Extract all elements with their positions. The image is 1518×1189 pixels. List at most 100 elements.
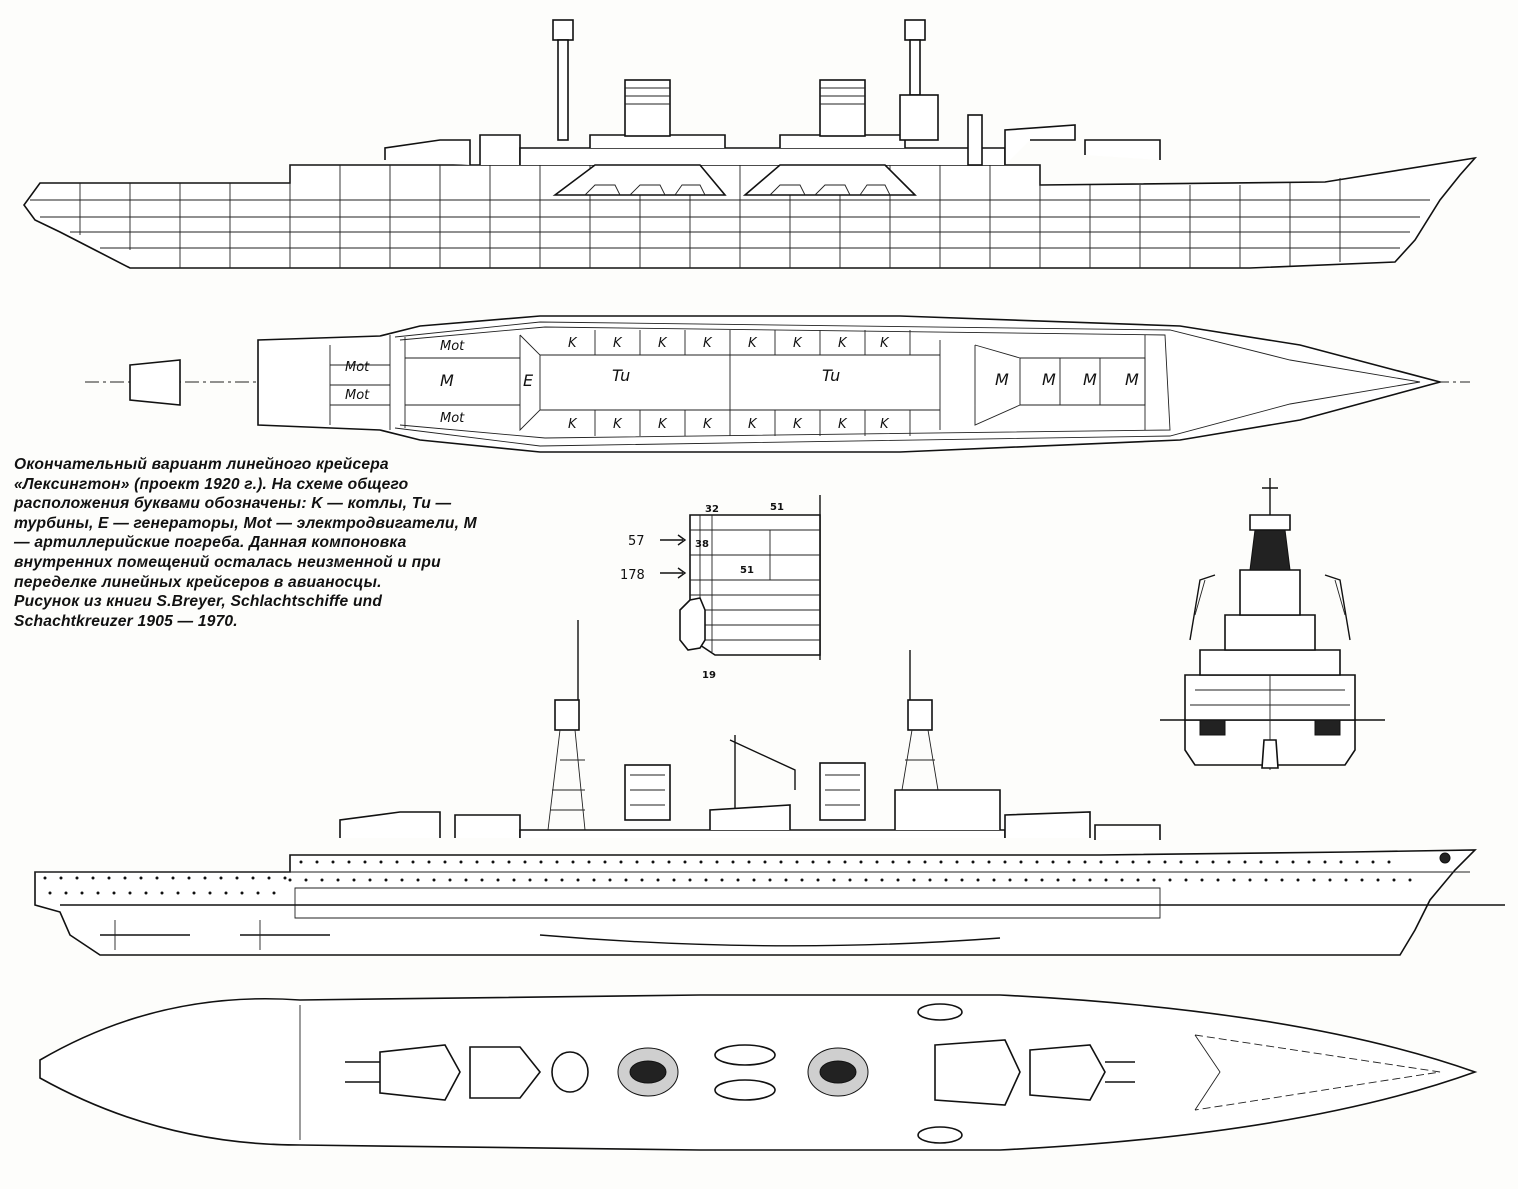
label-k-10: K bbox=[613, 417, 623, 432]
porthole bbox=[288, 878, 292, 882]
porthole bbox=[635, 860, 639, 864]
porthole bbox=[203, 876, 207, 880]
porthole bbox=[555, 860, 559, 864]
porthole bbox=[576, 878, 580, 882]
porthole bbox=[779, 860, 783, 864]
porthole bbox=[987, 860, 991, 864]
porthole bbox=[715, 860, 719, 864]
porthole bbox=[875, 860, 879, 864]
porthole bbox=[763, 860, 767, 864]
porthole bbox=[688, 878, 692, 882]
porthole bbox=[475, 860, 479, 864]
porthole bbox=[1264, 878, 1268, 882]
armor-38-label: 38 bbox=[695, 539, 709, 550]
porthole bbox=[432, 878, 436, 882]
porthole bbox=[448, 878, 452, 882]
porthole bbox=[507, 860, 511, 864]
porthole bbox=[1168, 878, 1172, 882]
porthole bbox=[752, 878, 756, 882]
porthole bbox=[976, 878, 980, 882]
porthole bbox=[1280, 878, 1284, 882]
porthole bbox=[683, 860, 687, 864]
porthole bbox=[699, 860, 703, 864]
porthole bbox=[1024, 878, 1028, 882]
porthole bbox=[912, 878, 916, 882]
label-mot-3: Mot bbox=[440, 339, 465, 354]
porthole bbox=[827, 860, 831, 864]
porthole bbox=[304, 878, 308, 882]
armor-57-label: 57 bbox=[628, 534, 645, 549]
caption-text: Окончательный вариант линейного крейсера… bbox=[14, 456, 477, 591]
porthole bbox=[1323, 860, 1327, 864]
label-k-2: K bbox=[613, 336, 623, 351]
porthole bbox=[1147, 860, 1151, 864]
porthole bbox=[491, 860, 495, 864]
porthole bbox=[544, 878, 548, 882]
porthole bbox=[480, 878, 484, 882]
porthole bbox=[235, 876, 239, 880]
porthole bbox=[283, 876, 287, 880]
porthole bbox=[939, 860, 943, 864]
porthole bbox=[496, 878, 500, 882]
porthole bbox=[896, 878, 900, 882]
porthole bbox=[139, 876, 143, 880]
porthole bbox=[459, 860, 463, 864]
porthole bbox=[523, 860, 527, 864]
armor-section: 57 178 32 38 51 51 19 bbox=[620, 495, 821, 681]
label-tu-1: Tu bbox=[612, 366, 630, 385]
porthole bbox=[955, 860, 959, 864]
porthole bbox=[560, 878, 564, 882]
porthole bbox=[320, 878, 324, 882]
porthole bbox=[331, 860, 335, 864]
porthole bbox=[427, 860, 431, 864]
porthole bbox=[1392, 878, 1396, 882]
porthole bbox=[528, 878, 532, 882]
porthole bbox=[1211, 860, 1215, 864]
porthole bbox=[992, 878, 996, 882]
label-k-14: K bbox=[793, 417, 803, 432]
porthole bbox=[1072, 878, 1076, 882]
porthole bbox=[107, 876, 111, 880]
porthole bbox=[1232, 878, 1236, 882]
armor-32-label: 32 bbox=[705, 504, 719, 515]
porthole bbox=[512, 878, 516, 882]
porthole bbox=[1339, 860, 1343, 864]
label-k-13: K bbox=[748, 417, 758, 432]
porthole bbox=[1040, 878, 1044, 882]
porthole bbox=[1179, 860, 1183, 864]
porthole bbox=[1120, 878, 1124, 882]
porthole bbox=[608, 878, 612, 882]
lower-profile bbox=[34, 620, 1505, 956]
porthole bbox=[171, 876, 175, 880]
porthole bbox=[160, 891, 164, 895]
porthole bbox=[315, 860, 319, 864]
porthole bbox=[43, 876, 47, 880]
porthole bbox=[1376, 878, 1380, 882]
porthole bbox=[848, 878, 852, 882]
porthole bbox=[656, 878, 660, 882]
label-k-12: K bbox=[703, 417, 713, 432]
porthole bbox=[1387, 860, 1391, 864]
porthole bbox=[864, 878, 868, 882]
label-k-3: K bbox=[658, 336, 668, 351]
label-m-2: M bbox=[1042, 370, 1056, 389]
armor-51b-label: 51 bbox=[740, 565, 754, 576]
porthole bbox=[224, 891, 228, 895]
porthole bbox=[48, 891, 52, 895]
label-k-5: K bbox=[748, 336, 758, 351]
porthole bbox=[768, 878, 772, 882]
porthole bbox=[1243, 860, 1247, 864]
label-m-1: M bbox=[995, 370, 1009, 389]
porthole bbox=[1019, 860, 1023, 864]
label-k-9: K bbox=[568, 417, 578, 432]
porthole bbox=[1115, 860, 1119, 864]
label-m-4: M bbox=[1125, 370, 1139, 389]
deck-plan bbox=[39, 994, 1478, 1151]
porthole bbox=[192, 891, 196, 895]
porthole bbox=[1051, 860, 1055, 864]
porthole bbox=[272, 891, 276, 895]
porthole bbox=[1136, 878, 1140, 882]
porthole bbox=[64, 891, 68, 895]
